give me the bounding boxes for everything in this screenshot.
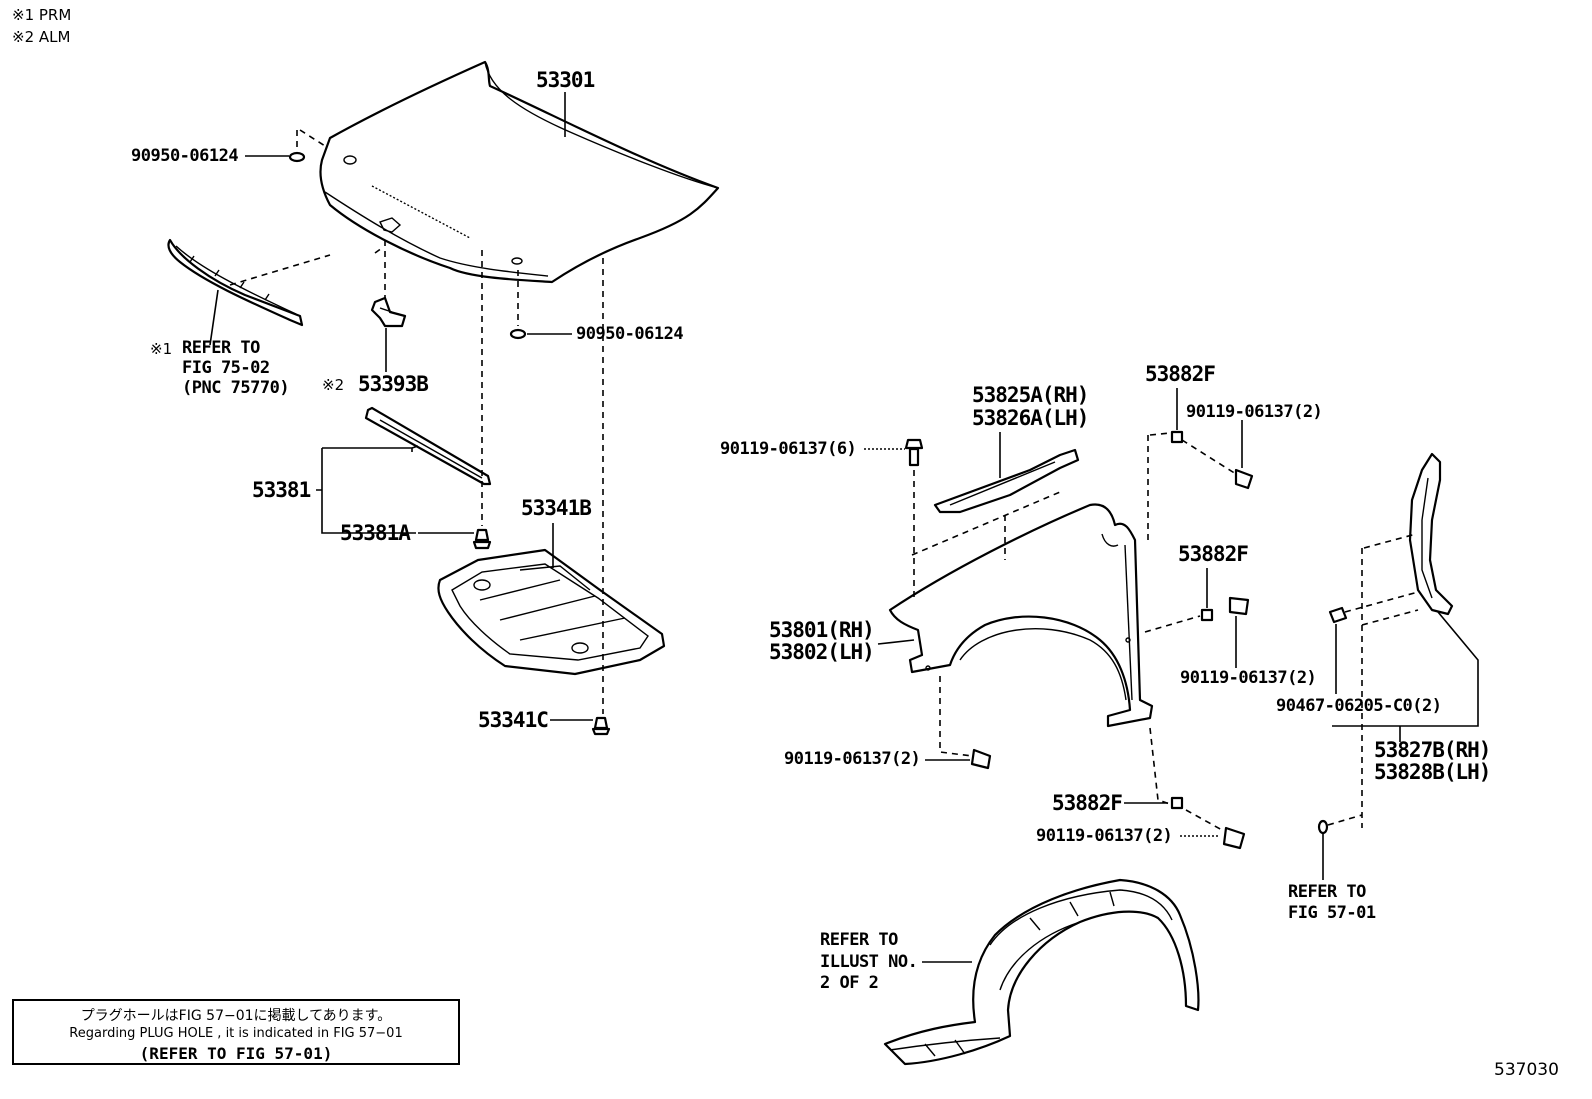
fender-bracket bbox=[933, 448, 1080, 514]
label-53882f-low[interactable]: 53882F bbox=[1052, 791, 1123, 815]
hood-insulator bbox=[437, 548, 666, 676]
illust-page-label: 2 OF 2 bbox=[820, 973, 879, 993]
notice-japanese: プラグホールはFIG 57−01に掲載してあります。 bbox=[80, 1008, 392, 1024]
illust-no-label[interactable]: ILLUST NO. bbox=[820, 952, 918, 972]
label-53341c[interactable]: 53341C bbox=[478, 708, 549, 732]
nut-53882f-low bbox=[1170, 796, 1184, 810]
label-53825a[interactable]: 53825A(RH) bbox=[972, 383, 1089, 407]
hole-plug-top bbox=[288, 151, 306, 163]
label-53381a[interactable]: 53381A bbox=[340, 521, 411, 545]
refer-prefix-note: ※1 bbox=[150, 340, 173, 358]
figure-id: 537030 bbox=[1494, 1060, 1559, 1080]
notice-refer[interactable]: (REFER TO FIG 57-01) bbox=[139, 1044, 333, 1063]
label-90119-06137-2-lowleft[interactable]: 90119-06137(2) bbox=[784, 749, 921, 769]
illust-refer-label: REFER TO bbox=[820, 930, 898, 950]
plug-hole-notice: プラグホールはFIG 57−01に掲載してあります。 Regarding PLU… bbox=[12, 999, 460, 1065]
fender-liner bbox=[883, 878, 1200, 1066]
label-53802-lh[interactable]: 53802(LH) bbox=[769, 640, 875, 664]
nut-53882f-top bbox=[1170, 430, 1184, 444]
front-fender bbox=[888, 503, 1154, 728]
clip-53341c bbox=[591, 716, 611, 736]
nut-53882f-mid bbox=[1200, 608, 1214, 622]
hole-plug-lower bbox=[509, 328, 527, 340]
label-53828b-lh[interactable]: 53828B(LH) bbox=[1374, 760, 1491, 784]
label-90119-06137-2-lowright[interactable]: 90119-06137(2) bbox=[1036, 826, 1173, 846]
hood-front-seal bbox=[364, 406, 492, 486]
alm-prefix-note: ※2 bbox=[322, 376, 345, 394]
fender-side-seal bbox=[1408, 452, 1454, 616]
label-53393b[interactable]: 53393B bbox=[358, 372, 429, 396]
refer57-to-label: REFER TO bbox=[1288, 882, 1366, 902]
label-90950-06124-top[interactable]: 90950-06124 bbox=[131, 146, 239, 166]
hole-plug-lower-right bbox=[1317, 819, 1329, 835]
label-53341b[interactable]: 53341B bbox=[521, 496, 592, 520]
label-90119-06137-2-mid[interactable]: 90119-06137(2) bbox=[1180, 668, 1317, 688]
bolt-90119-right-top bbox=[1234, 468, 1254, 490]
bolt-90119-top bbox=[904, 438, 924, 467]
hood-seal-strip bbox=[167, 238, 304, 327]
label-53882f-top[interactable]: 53882F bbox=[1145, 362, 1216, 386]
legend-note-prm: ※1 PRM bbox=[12, 6, 72, 24]
bolt-90119-lower-right bbox=[1222, 826, 1246, 850]
label-53301[interactable]: 53301 bbox=[536, 68, 595, 92]
clip-90467 bbox=[1328, 606, 1348, 624]
hood-panel bbox=[319, 60, 720, 284]
notice-english: Regarding PLUG HOLE , it is indicated in… bbox=[69, 1026, 403, 1041]
label-90119-06137-6[interactable]: 90119-06137(6) bbox=[720, 439, 857, 459]
refer-fig-label[interactable]: FIG 75-02 bbox=[182, 358, 270, 378]
label-53882f-mid[interactable]: 53882F bbox=[1178, 542, 1249, 566]
clip-53381a bbox=[472, 528, 492, 550]
label-53381[interactable]: 53381 bbox=[252, 478, 311, 502]
bolt-90119-right-mid bbox=[1228, 596, 1250, 616]
refer-to-label: REFER TO bbox=[182, 338, 260, 358]
refer57-fig-label[interactable]: FIG 57-01 bbox=[1288, 903, 1376, 923]
refer-pnc-label: (PNC 75770) bbox=[182, 378, 290, 398]
label-90119-06137-2-top[interactable]: 90119-06137(2) bbox=[1186, 402, 1323, 422]
hood-lock-bracket bbox=[370, 296, 407, 328]
label-53826a[interactable]: 53826A(LH) bbox=[972, 406, 1089, 430]
bolt-90119-lower-left bbox=[970, 748, 992, 770]
label-53827b-rh[interactable]: 53827B(RH) bbox=[1374, 738, 1491, 762]
label-90950-06124-lower[interactable]: 90950-06124 bbox=[576, 324, 684, 344]
legend-note-alm: ※2 ALM bbox=[12, 28, 71, 46]
label-53801-rh[interactable]: 53801(RH) bbox=[769, 618, 875, 642]
label-90467-06205[interactable]: 90467-06205-C0(2) bbox=[1276, 696, 1442, 716]
